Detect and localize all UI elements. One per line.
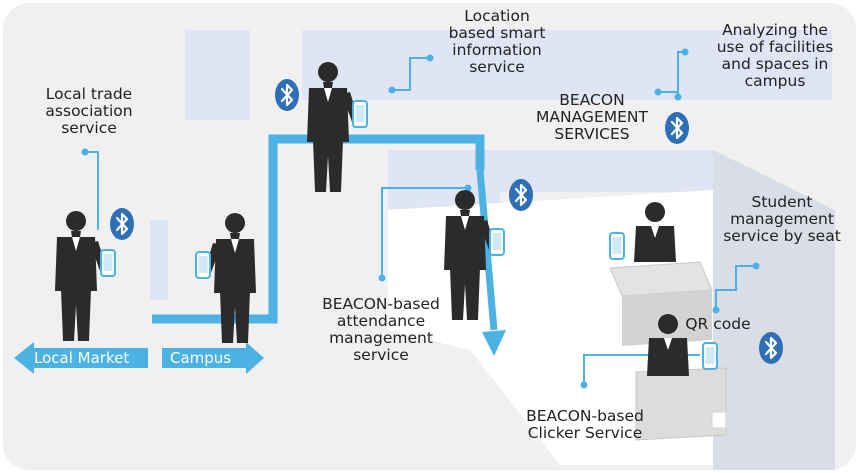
clicker-service-label: BEACON-based Clicker Service	[526, 407, 644, 442]
local-market-arrow	[14, 342, 148, 374]
person-clicker-icon	[647, 314, 718, 376]
local-market-arrow-label: Local Market	[34, 349, 130, 367]
person-seat-icon	[609, 202, 676, 262]
leader-dots	[81, 48, 760, 389]
bluetooth-icon	[273, 77, 301, 113]
path-arrowhead	[482, 330, 506, 356]
campus-arrow	[162, 342, 264, 374]
local-trade-label: Local trade association service	[45, 85, 133, 137]
bluetooth-icon	[757, 330, 785, 366]
qr-code-label: QR code	[685, 315, 751, 333]
beacon-management-label: BEACON MANAGEMENT SERVICES	[536, 91, 648, 143]
location-smart-service-label: Location based smart information service	[448, 7, 546, 76]
analyzing-facilities-label: Analyzing the use of facilities and spac…	[716, 21, 834, 90]
bluetooth-icon	[663, 110, 691, 146]
bluetooth-icon	[507, 177, 535, 213]
campus-arrow-label: Campus	[170, 349, 232, 367]
bluetooth-icon	[108, 206, 136, 242]
attendance-service-label: BEACON-based attendance management servi…	[322, 295, 440, 364]
student-management-label: Student management service by seat	[723, 193, 841, 245]
